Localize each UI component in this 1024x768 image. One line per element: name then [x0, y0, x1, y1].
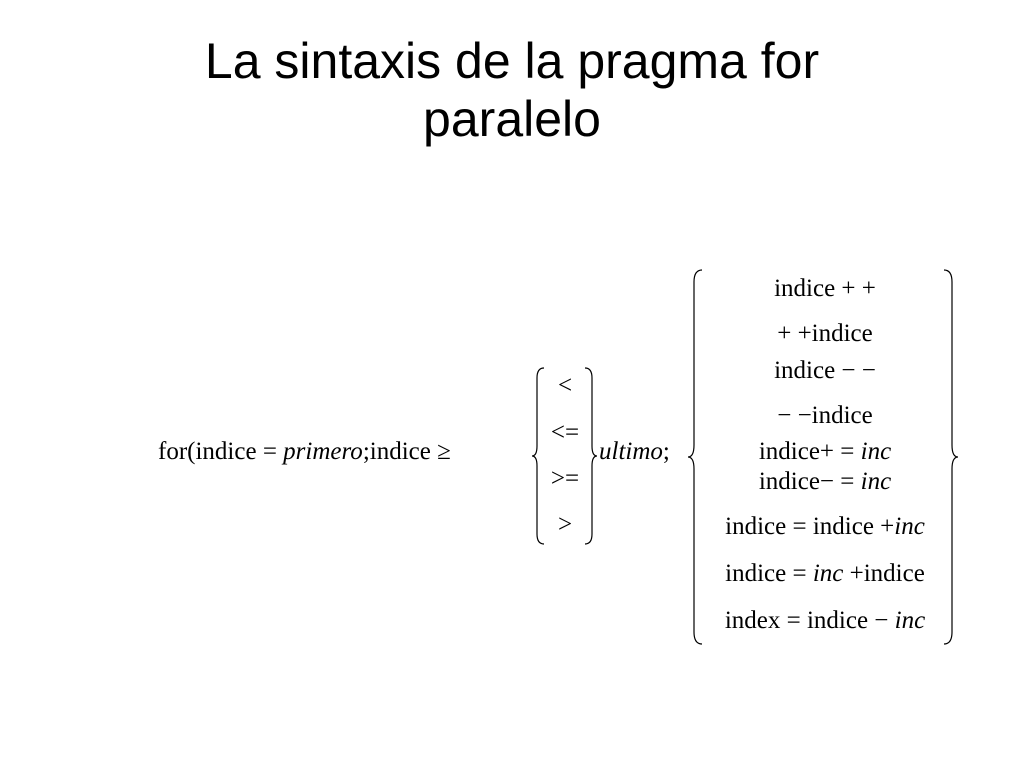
increment-option: + +indice: [700, 320, 950, 348]
increment-part: indice − −: [774, 357, 876, 384]
increment-part: indice =: [725, 560, 813, 587]
last-variable-group: ultimo;: [599, 438, 670, 466]
increment-part: indice = indice +: [725, 513, 895, 540]
increment-part: indice + +: [774, 275, 876, 302]
increment-option: indice − −: [700, 357, 950, 385]
increment-part: +indice: [843, 560, 925, 587]
formula-prefix: for(indice = primero;indice ≥: [158, 438, 451, 466]
increment-part: inc: [812, 560, 844, 587]
increment-option: indice− = inc: [700, 468, 950, 496]
cmp-symbol: ≥: [430, 438, 451, 465]
comparison-brace-left: [531, 367, 545, 545]
increment-part: − −indice: [777, 402, 873, 429]
increment-part: indice− =: [758, 468, 861, 495]
increment-option: indice + +: [700, 275, 950, 303]
assign-symbol: =: [256, 438, 284, 465]
title-line-2: paralelo: [423, 91, 601, 147]
increment-option: indice = indice +inc: [700, 513, 950, 541]
increment-part: inc: [860, 438, 892, 465]
comparison-option: <: [557, 372, 573, 399]
increment-option: index = indice − inc: [700, 607, 950, 635]
semicolon-1: ;: [362, 438, 370, 465]
semicolon-2: ;: [662, 438, 670, 465]
increment-part: indice+ =: [758, 438, 861, 465]
title-line-1: La sintaxis de la pragma for: [204, 33, 820, 89]
index-word: indice: [369, 438, 431, 465]
increment-part: inc: [860, 468, 892, 495]
increment-part: index = indice −: [724, 607, 895, 634]
first-variable: primero: [283, 438, 363, 465]
increment-part: inc: [894, 607, 926, 634]
comparison-brace-right: [584, 367, 598, 545]
increment-part: inc: [894, 513, 925, 540]
increment-option: indice+ = inc: [700, 438, 950, 466]
slide-title: La sintaxis de la pragma for paralelo: [112, 32, 912, 148]
increment-brace-right: [943, 269, 959, 645]
increment-option: indice = inc +indice: [700, 560, 950, 588]
last-variable: ultimo: [599, 438, 663, 465]
comparison-option: >: [557, 511, 573, 538]
for-open: for(indice: [158, 438, 257, 465]
increment-part: + +indice: [777, 320, 873, 347]
increment-option: − −indice: [700, 402, 950, 430]
comparison-option: <=: [550, 419, 580, 446]
increment-brace-left: [687, 269, 703, 645]
comparison-option: >=: [550, 465, 580, 492]
